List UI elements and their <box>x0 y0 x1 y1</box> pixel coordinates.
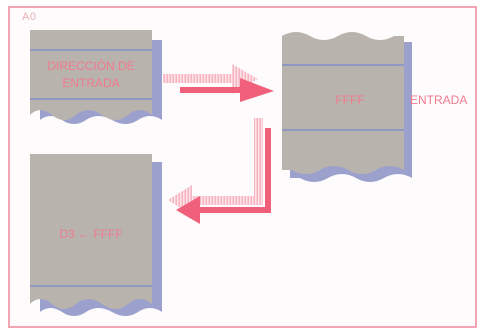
memory-value: FFFF <box>335 93 364 107</box>
input-address-label-line2: ENTRADA <box>62 76 119 90</box>
output-register-value: D3 ← FFFF <box>59 227 122 241</box>
arrow-memory-to-register-solid-head <box>176 196 200 224</box>
arrow-memory-to-register-hatch-v <box>254 118 263 204</box>
arrow-address-to-memory <box>163 64 274 102</box>
register-label: A0 <box>22 11 37 23</box>
output-register-block-body <box>30 154 152 309</box>
input-address-block: DIRECCIÓN DE ENTRADA <box>30 30 162 124</box>
arrow-memory-to-register <box>168 118 271 224</box>
arrow-memory-to-register-solid-v <box>265 128 271 212</box>
arrow-memory-to-register-hatch-h <box>186 196 263 205</box>
output-register-block: D3 ← FFFF <box>30 154 162 316</box>
memory-block: FFFF <box>282 32 412 182</box>
arrow-memory-to-register-solid-h <box>192 207 271 213</box>
arrow-address-to-memory-hatch <box>163 74 243 83</box>
memory-block-body <box>282 32 404 174</box>
input-address-block-body <box>30 30 152 120</box>
input-address-label-line1: DIRECCIÓN DE <box>47 58 134 73</box>
arrow-address-to-memory-solid <box>180 87 248 93</box>
arrow-address-to-memory-solid-head <box>240 78 274 102</box>
memory-side-label: ENTRADA <box>410 93 467 107</box>
arrow-address-to-memory-hatch-head <box>232 64 258 94</box>
